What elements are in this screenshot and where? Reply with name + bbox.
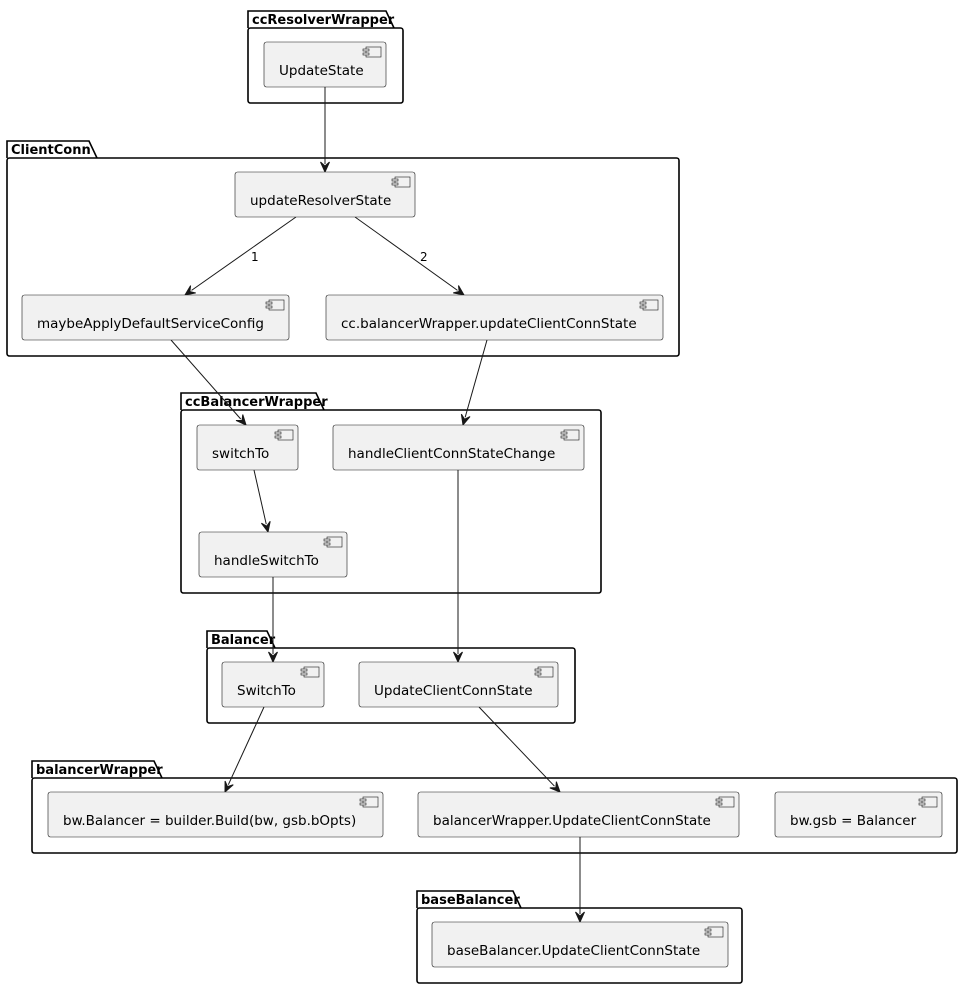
package-tab xyxy=(206,630,276,649)
package-label: balancerWrapper xyxy=(36,763,163,778)
component-switch-to[interactable]: SwitchTo xyxy=(221,661,325,708)
arrowhead-icon xyxy=(320,161,330,174)
edge-label: 1 xyxy=(251,250,259,264)
component-icon xyxy=(639,299,659,311)
arrowhead-icon xyxy=(235,414,247,426)
package-tab xyxy=(31,760,163,779)
component-label: bw.gsb = Balancer xyxy=(790,813,917,829)
component-label: bw.Balancer = builder.Build(bw, gsb.bOpt… xyxy=(63,813,356,829)
component-bw-build[interactable]: bw.Balancer = builder.Build(bw, gsb.bOpt… xyxy=(47,791,384,838)
arrowhead-icon xyxy=(268,651,278,664)
edge-line xyxy=(227,706,265,785)
component-box xyxy=(198,531,348,578)
edge-line xyxy=(354,216,458,291)
component-handle-client-conn-state-change[interactable]: handleClientConnStateChange xyxy=(332,424,585,471)
component-icon xyxy=(918,796,938,808)
component-icon xyxy=(359,796,379,808)
edge-line xyxy=(253,469,267,525)
arrowhead-icon xyxy=(549,781,561,793)
component-label: UpdateState xyxy=(279,63,364,79)
arrowhead-icon xyxy=(261,520,271,534)
component-box xyxy=(47,791,384,838)
component-icon xyxy=(300,666,320,678)
package-label: ccResolverWrapper xyxy=(252,13,395,28)
component-update-client-conn-state[interactable]: UpdateClientConnState xyxy=(358,661,559,708)
package-label: baseBalancer xyxy=(421,893,520,908)
component-cc-update-client-conn-state[interactable]: cc.balancerWrapper.updateClientConnState xyxy=(325,294,664,341)
component-box xyxy=(21,294,290,341)
component-box xyxy=(221,661,325,708)
component-box xyxy=(196,424,299,471)
edge-line xyxy=(478,706,555,787)
component-maybe-apply-default-service-config[interactable]: maybeApplyDefaultServiceConfig xyxy=(21,294,290,341)
edge-update-client-conn-state-to-bw-update-client-conn-state xyxy=(478,706,561,793)
component-switch-to[interactable]: switchTo xyxy=(196,424,299,471)
edge-switch-to-to-handle-switch-to xyxy=(253,469,271,534)
component-label: maybeApplyDefaultServiceConfig xyxy=(37,316,264,332)
component-icon xyxy=(560,429,580,441)
component-label: updateResolverState xyxy=(250,193,391,209)
package-label: ccBalancerWrapper xyxy=(185,395,328,410)
component-box xyxy=(234,171,416,218)
component-handle-switch-to[interactable]: handleSwitchTo xyxy=(198,531,348,578)
component-box xyxy=(774,791,943,838)
arrowhead-icon xyxy=(460,413,471,427)
edge-maybe-apply-default-service-config-to-switch-to xyxy=(170,339,247,426)
arrowhead-icon xyxy=(575,911,585,924)
component-base-update-client-conn-state[interactable]: baseBalancer.UpdateClientConnState xyxy=(431,921,729,968)
component-icon xyxy=(391,176,411,188)
component-bw-gsb[interactable]: bw.gsb = Balancer xyxy=(774,791,943,838)
component-update-state[interactable]: UpdateState xyxy=(263,41,387,88)
edge-handle-client-conn-state-change-to-update-client-conn-state xyxy=(453,470,463,664)
package-label: Balancer xyxy=(211,633,276,648)
component-box xyxy=(431,921,729,968)
edge-update-resolver-state-to-cc-update-client-conn-state: 2 xyxy=(354,216,465,296)
package-tab xyxy=(180,392,325,411)
edge-line xyxy=(191,216,297,291)
arrowhead-icon xyxy=(453,651,463,664)
component-label: switchTo xyxy=(212,446,269,462)
package-label: ClientConn xyxy=(11,143,91,158)
component-icon xyxy=(323,536,343,548)
arrowhead-icon xyxy=(224,780,234,794)
edge-label: 2 xyxy=(420,250,428,264)
component-icon xyxy=(265,299,285,311)
component-box xyxy=(263,41,387,88)
edge-cc-update-client-conn-state-to-handle-client-conn-state-change xyxy=(460,339,488,427)
edge-switch-to-to-bw-build xyxy=(224,706,265,794)
edge-handle-switch-to-to-switch-to xyxy=(268,577,278,664)
component-label: UpdateClientConnState xyxy=(374,683,533,699)
component-icon xyxy=(715,796,735,808)
component-icon xyxy=(274,429,294,441)
component-label: baseBalancer.UpdateClientConnState xyxy=(447,943,700,959)
edge-update-state-to-update-resolver-state xyxy=(320,87,330,174)
component-label: handleSwitchTo xyxy=(214,553,319,569)
component-box xyxy=(417,791,740,838)
edge-line xyxy=(464,339,488,418)
component-icon xyxy=(362,46,382,58)
component-bw-update-client-conn-state[interactable]: balancerWrapper.UpdateClientConnState xyxy=(417,791,740,838)
package-tab xyxy=(6,140,98,159)
component-box xyxy=(332,424,585,471)
component-box xyxy=(358,661,559,708)
component-label: balancerWrapper.UpdateClientConnState xyxy=(433,813,711,829)
component-update-resolver-state[interactable]: updateResolverState xyxy=(234,171,416,218)
component-label: cc.balancerWrapper.updateClientConnState xyxy=(341,316,637,332)
edge-line xyxy=(170,339,242,420)
arrowhead-icon xyxy=(184,285,196,296)
component-label: handleClientConnStateChange xyxy=(348,446,555,462)
edge-bw-update-client-conn-state-to-base-update-client-conn-state xyxy=(575,837,585,924)
package-tab xyxy=(416,890,522,909)
component-icon xyxy=(704,926,724,938)
component-box xyxy=(325,294,664,341)
component-icon xyxy=(534,666,554,678)
package-tab xyxy=(247,10,395,29)
arrowhead-icon xyxy=(453,285,465,296)
component-label: SwitchTo xyxy=(237,683,296,699)
edge-update-resolver-state-to-maybe-apply-default-service-config: 1 xyxy=(184,216,297,296)
